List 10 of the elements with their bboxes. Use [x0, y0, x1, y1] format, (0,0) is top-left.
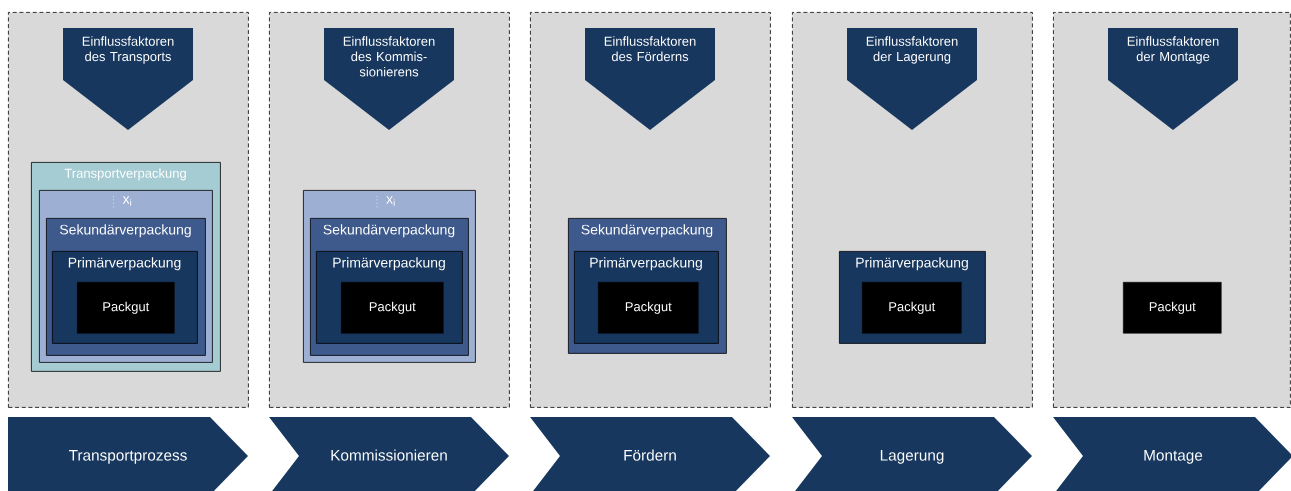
process-step-banner: Fördern — [530, 417, 770, 491]
goods-box: Packgut — [1123, 282, 1222, 334]
process-step-banner: Kommissionieren — [269, 417, 509, 491]
goods-box: Packgut — [77, 282, 175, 334]
goods-box: Packgut — [341, 282, 444, 334]
goods-box: Packgut — [862, 282, 962, 334]
process-step-banner: Transportprozess — [8, 417, 248, 491]
process-step-banner: Lagerung — [792, 417, 1032, 491]
process-step-banner: Montage — [1053, 417, 1291, 491]
goods-box: Packgut — [598, 282, 699, 334]
